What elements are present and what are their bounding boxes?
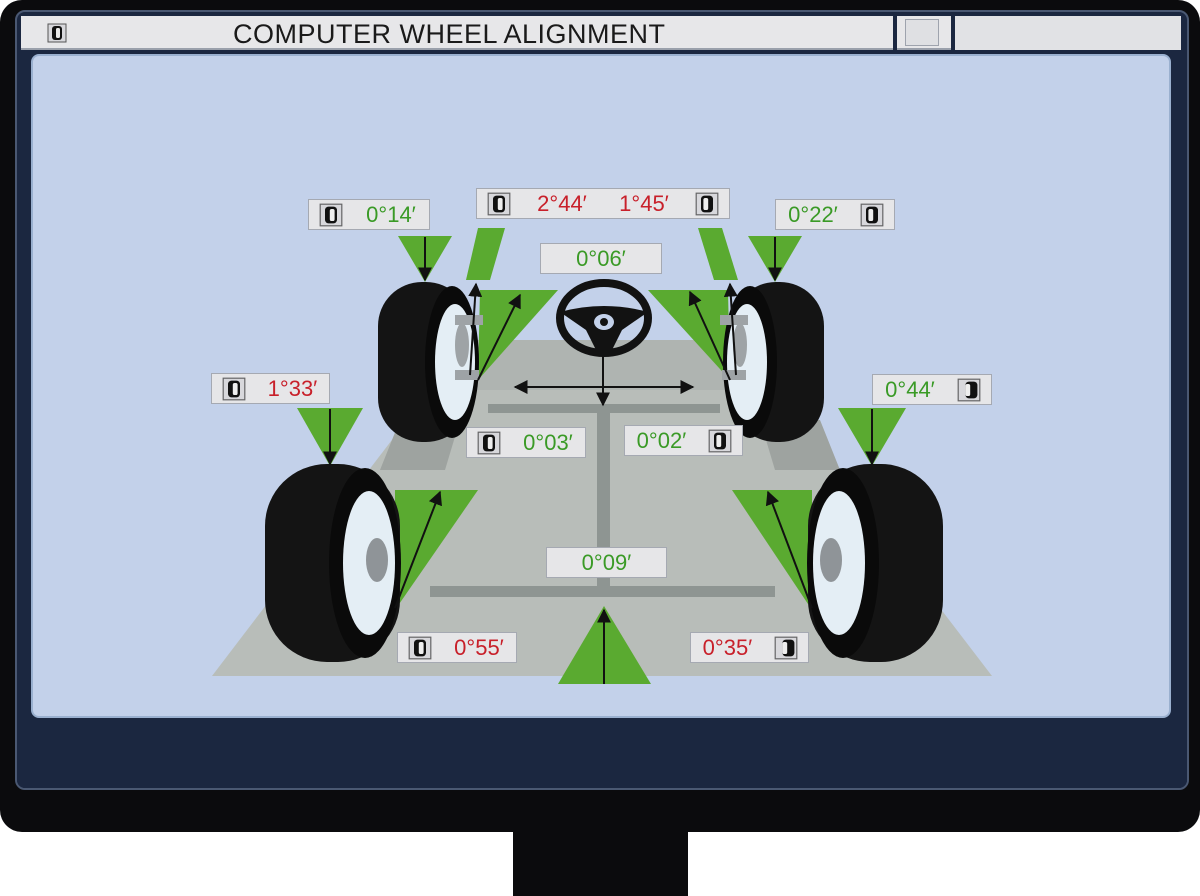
front-right-secondary-readout[interactable]: 0°02′ — [624, 425, 743, 456]
wheel-icon — [319, 203, 343, 226]
front-toe-readout[interactable]: 2°44′ 1°45′ — [476, 188, 730, 219]
front-left-toe-value: 2°44′ — [537, 190, 587, 216]
rear-left-wheel — [265, 464, 401, 662]
rear-left-toe-indicator — [395, 490, 478, 610]
wheel-icon — [708, 429, 732, 452]
steering-wheel-icon — [556, 279, 652, 357]
front-left-toe-indicator — [478, 290, 558, 380]
status-bar — [17, 724, 1187, 788]
wheel-icon — [477, 431, 501, 454]
front-left-camber-readout[interactable]: 0°14′ — [308, 199, 430, 230]
readout-value: 0°44′ — [885, 376, 935, 402]
readout-value: 0°55′ — [454, 634, 504, 660]
steering-center-readout[interactable]: 0°06′ — [540, 243, 662, 274]
front-left-toe-arrow — [477, 293, 521, 381]
readout-value: 0°03′ — [523, 429, 573, 455]
front-right-caster-arrow — [723, 282, 738, 376]
readout-value: 0°09′ — [581, 549, 632, 575]
readout-value: 0°35′ — [702, 634, 753, 660]
rear-left-toe-arrow — [394, 490, 442, 609]
rear-left-toe-readout[interactable]: 0°55′ — [397, 632, 517, 663]
wheel-icon[interactable] — [47, 23, 67, 43]
front-right-camber-readout[interactable]: 0°22′ — [775, 199, 895, 230]
title-bar-divider — [893, 16, 897, 50]
rear-right-camber-readout[interactable]: 0°44′ — [872, 374, 992, 405]
rear-right-toe-arrow — [765, 490, 813, 609]
front-left-caster-indicator — [466, 228, 505, 280]
readout-value: 0°22′ — [788, 201, 838, 227]
maximize-button[interactable] — [905, 19, 939, 46]
wheel-icon — [222, 377, 246, 400]
front-right-toe-value: 1°45′ — [619, 190, 669, 216]
front-left-caster-arrow — [468, 282, 483, 376]
wheel-icon — [957, 378, 981, 401]
thrust-angle-readout[interactable]: 0°09′ — [546, 547, 667, 578]
front-left-wheel — [378, 282, 483, 442]
readout-value: 0°14′ — [366, 201, 416, 227]
monitor-stand — [513, 828, 688, 896]
rear-left-camber-readout[interactable]: 1°33′ — [211, 373, 330, 404]
rear-right-wheel — [807, 464, 943, 662]
title-bar-divider — [951, 16, 955, 50]
front-right-caster-indicator — [698, 228, 738, 280]
window-title: COMPUTER WHEEL ALIGNMENT — [233, 19, 666, 49]
wheel-icon — [695, 192, 719, 215]
title-bar: COMPUTER WHEEL ALIGNMENT — [21, 16, 1181, 50]
wheel-icon — [774, 636, 798, 659]
rear-right-toe-readout[interactable]: 0°35′ — [690, 632, 809, 663]
front-right-toe-arrow — [688, 290, 731, 381]
wheel-icon — [408, 636, 432, 659]
front-right-toe-indicator — [648, 290, 730, 380]
readout-value: 1°33′ — [267, 375, 318, 401]
front-right-wheel — [720, 282, 824, 442]
wheel-icon — [487, 192, 511, 215]
readout-value: 0°06′ — [576, 245, 626, 271]
readout-value: 0°02′ — [636, 427, 687, 453]
title-bar-panel — [955, 16, 1181, 50]
wheel-icon — [860, 203, 884, 226]
rear-right-toe-indicator — [732, 490, 812, 610]
front-left-secondary-readout[interactable]: 0°03′ — [466, 427, 586, 458]
